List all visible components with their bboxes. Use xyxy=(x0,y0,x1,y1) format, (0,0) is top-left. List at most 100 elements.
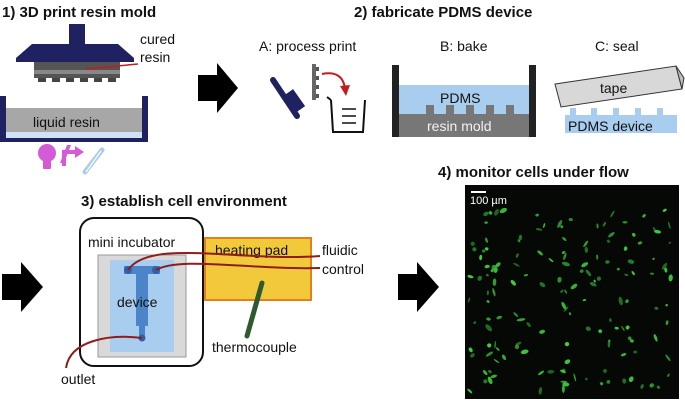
cell xyxy=(488,370,492,374)
cell xyxy=(661,262,668,270)
cell xyxy=(563,306,569,312)
tape-label: tape xyxy=(600,80,627,96)
cell xyxy=(585,377,588,381)
cell xyxy=(490,374,497,379)
cell xyxy=(667,373,670,378)
cell xyxy=(602,221,607,227)
cell xyxy=(479,254,483,261)
cell xyxy=(608,232,615,238)
microscopy-image xyxy=(465,185,679,399)
cell xyxy=(496,347,500,351)
cell xyxy=(485,274,489,277)
cell xyxy=(485,324,493,332)
cell xyxy=(568,218,573,222)
cell xyxy=(654,229,662,234)
step2a-label: A: process print xyxy=(259,38,356,54)
printer-head xyxy=(16,24,134,62)
cell xyxy=(514,344,520,350)
outlet-tubing xyxy=(65,335,143,369)
cell xyxy=(535,213,539,217)
cell xyxy=(494,340,497,349)
cell xyxy=(665,354,671,362)
outlet-label: outlet xyxy=(61,371,95,387)
pdms-device-label: PDMS device xyxy=(568,118,653,134)
cell xyxy=(598,329,603,334)
cell xyxy=(596,254,599,260)
arrow-3-to-4 xyxy=(398,262,439,312)
cell xyxy=(485,237,488,243)
cell xyxy=(605,260,610,264)
cell xyxy=(583,240,589,248)
cell xyxy=(616,267,620,271)
cell xyxy=(668,241,672,245)
incubator-label: mini incubator xyxy=(88,234,175,250)
thermocouple-probe xyxy=(244,280,265,339)
cell xyxy=(537,250,543,256)
cell xyxy=(593,279,596,283)
cell xyxy=(628,376,634,382)
cell xyxy=(606,239,610,243)
cell xyxy=(538,387,543,395)
resin-mold-label: resin mold xyxy=(427,118,492,134)
cell xyxy=(482,370,488,376)
cell xyxy=(548,258,554,263)
inlet-tubing-1 xyxy=(127,251,321,271)
cell xyxy=(562,368,566,372)
cell xyxy=(665,303,669,307)
cell xyxy=(633,350,638,354)
cured-pointer xyxy=(85,63,139,70)
cell xyxy=(487,343,492,348)
cell xyxy=(620,353,627,357)
cell xyxy=(585,326,591,331)
cell xyxy=(561,384,565,393)
step1-title: 1) 3D print resin mold xyxy=(2,4,156,21)
cell xyxy=(584,246,589,253)
cell xyxy=(539,329,546,334)
step4-title: 4) monitor cells under flow xyxy=(438,164,629,181)
cell xyxy=(665,320,669,325)
cell xyxy=(483,211,489,217)
cell xyxy=(486,290,489,296)
cell xyxy=(516,318,526,322)
cured-label-1: cured xyxy=(140,31,175,47)
cell xyxy=(622,378,627,384)
cell xyxy=(632,232,636,237)
cell xyxy=(473,321,477,325)
cell xyxy=(656,385,661,389)
cell xyxy=(609,318,612,322)
cell xyxy=(560,225,564,229)
cell xyxy=(610,210,615,218)
cell xyxy=(662,208,667,212)
scale-bar-label: 100 µm xyxy=(470,195,507,207)
process-print-icon xyxy=(270,64,366,133)
cell xyxy=(623,246,628,251)
cell xyxy=(653,334,658,342)
cell xyxy=(629,339,634,343)
cell xyxy=(547,369,555,374)
device-label: device xyxy=(117,294,158,310)
cell xyxy=(581,262,589,268)
cell xyxy=(654,306,659,310)
cell xyxy=(561,301,567,310)
cell xyxy=(560,380,567,383)
cell xyxy=(518,234,523,241)
cell xyxy=(495,262,501,268)
cell xyxy=(562,382,570,387)
cell xyxy=(579,269,584,273)
cell xyxy=(603,368,607,373)
cell xyxy=(513,262,520,267)
cell xyxy=(582,299,587,302)
cell xyxy=(492,288,496,297)
thermocouple-label: thermocouple xyxy=(212,339,297,355)
cell xyxy=(668,274,673,282)
cell xyxy=(487,376,493,385)
cell xyxy=(499,207,507,214)
cell xyxy=(484,247,489,251)
cell xyxy=(640,384,644,389)
cell xyxy=(585,269,592,277)
cell xyxy=(484,221,488,224)
cell xyxy=(649,383,655,388)
cell xyxy=(483,379,488,384)
cell xyxy=(664,267,668,273)
